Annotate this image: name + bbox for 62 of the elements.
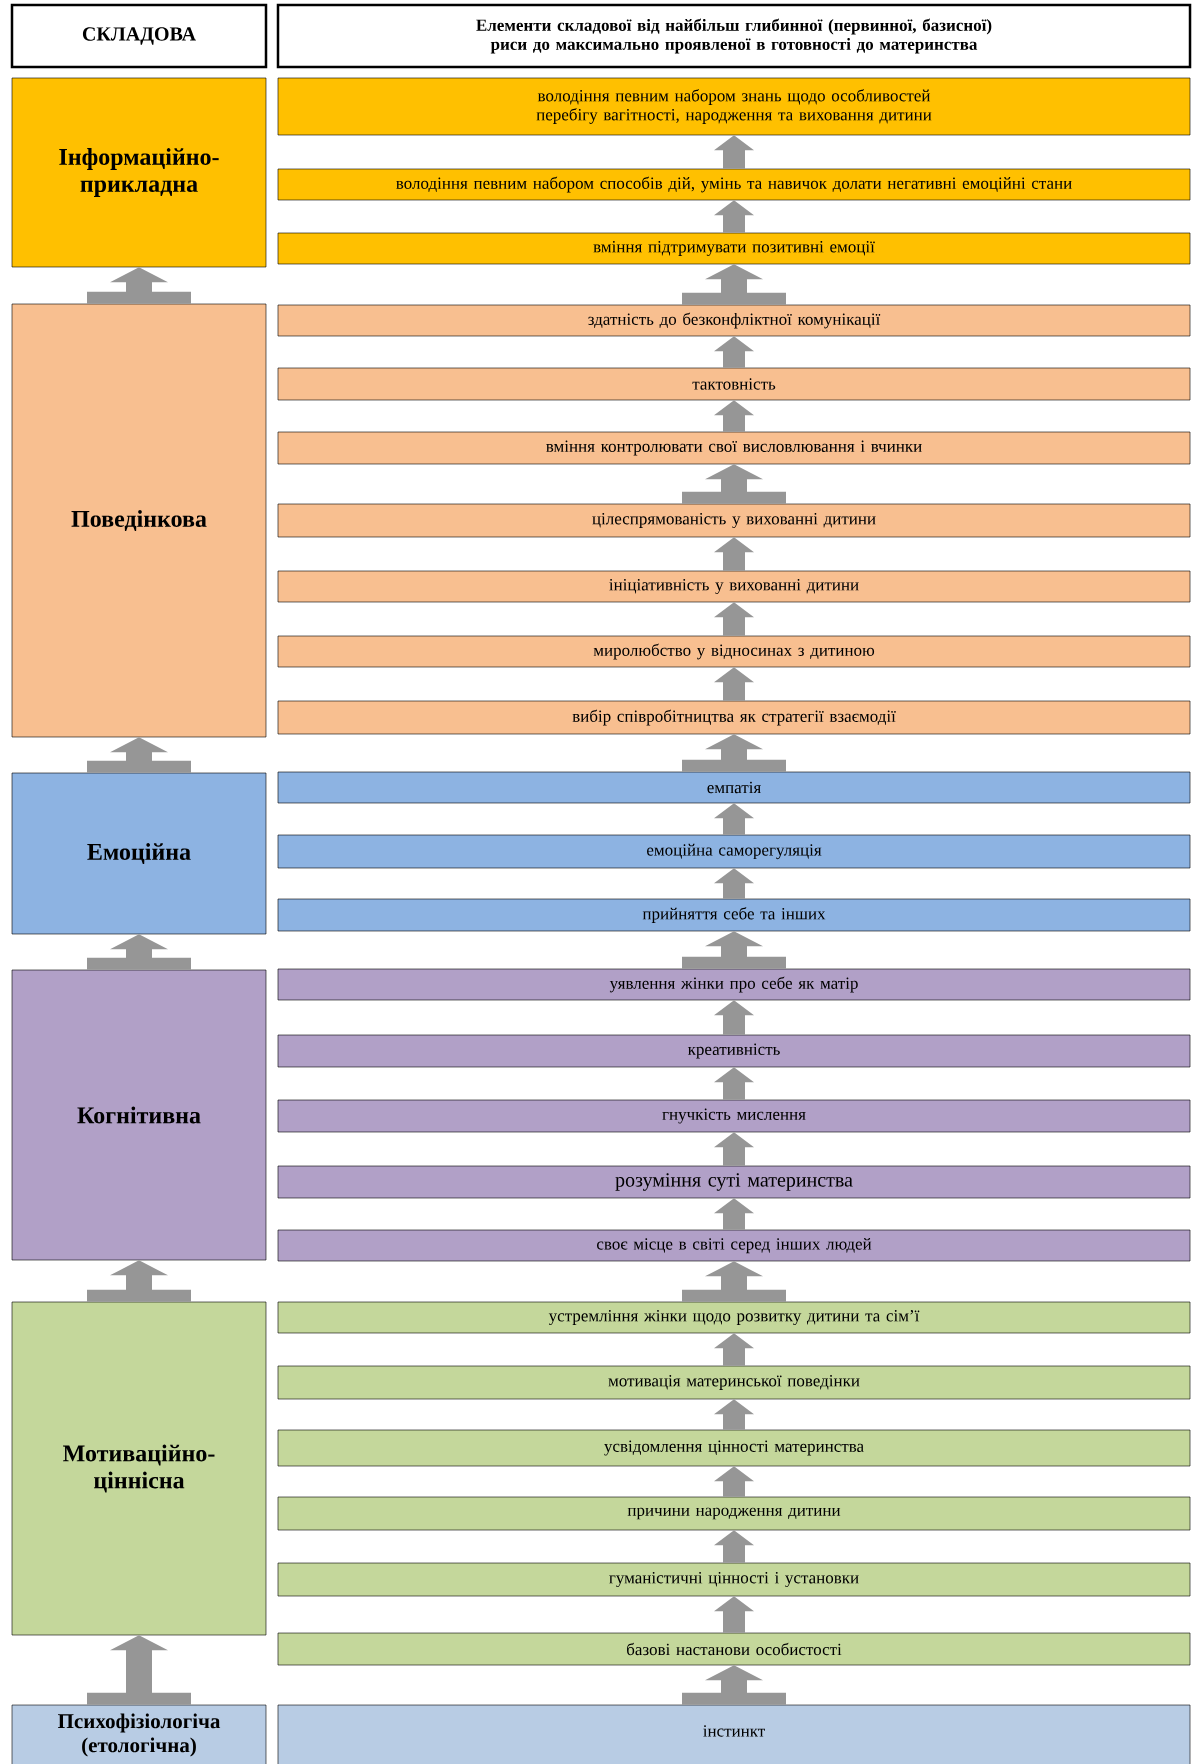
- block-arrow: [714, 537, 754, 571]
- block-arrow: [714, 1333, 754, 1366]
- block-arrow: [714, 1466, 754, 1497]
- block-arrow: [714, 1198, 754, 1230]
- element-box: причини народження дитини: [277, 1496, 1191, 1531]
- block-arrow: [714, 1596, 754, 1633]
- element-box: прийняття себе та інших: [277, 898, 1191, 932]
- block-arrow: [682, 464, 786, 504]
- header-box: СКЛАДОВА: [10, 3, 268, 69]
- element-box: мотивація материнської поведінки: [277, 1365, 1191, 1400]
- element-box: ініціативність у вихованні дитини: [277, 570, 1191, 603]
- block-arrow: [714, 400, 754, 432]
- block-arrow: [87, 934, 191, 970]
- block-arrow: [87, 1635, 191, 1705]
- element-box: тактовність: [277, 367, 1191, 401]
- block-arrow: [714, 1530, 754, 1563]
- block-arrow: [714, 1399, 754, 1430]
- element-box: креативність: [277, 1034, 1191, 1068]
- block-arrow: [682, 264, 786, 305]
- category-box: Психофізіологіча (етологічна): [11, 1704, 267, 1764]
- element-box: інстинкт: [277, 1704, 1191, 1764]
- block-arrow: [682, 1665, 786, 1705]
- category-box: Поведінкова: [11, 303, 267, 738]
- block-arrow: [714, 336, 754, 368]
- element-box: цілеспрямованість у вихованні дитини: [277, 503, 1191, 538]
- element-box: устремління жінки щодо розвитку дитини та сім’ї: [277, 1301, 1191, 1334]
- block-arrow: [87, 1260, 191, 1302]
- block-arrow: [714, 1067, 754, 1100]
- block-arrow: [714, 1132, 754, 1166]
- element-box: розуміння суті материнства: [277, 1165, 1191, 1199]
- block-arrow: [682, 734, 786, 772]
- block-arrow: [87, 737, 191, 773]
- block-arrow: [714, 803, 754, 835]
- block-arrow: [714, 200, 754, 233]
- block-arrow: [714, 135, 754, 169]
- element-box: емпатія: [277, 771, 1191, 804]
- element-box: гуманістичні цінності і установки: [277, 1562, 1191, 1597]
- element-box: володіння певним набором знань щодо особливостей перебігу вагітності, народження та виховання дитини: [277, 77, 1191, 136]
- block-arrow: [714, 667, 754, 701]
- element-box: гнучкість мислення: [277, 1099, 1191, 1133]
- element-box: базові настанови особистості: [277, 1632, 1191, 1666]
- category-box: Мотиваційно-ціннісна: [11, 1301, 267, 1636]
- element-box: своє місце в світі серед інших людей: [277, 1229, 1191, 1262]
- element-box: емоційна саморегуляція: [277, 834, 1191, 869]
- element-box: володіння певним набором способів дій, умінь та навичок долати негативні емоційні стани: [277, 168, 1191, 201]
- category-box: Когнітивна: [11, 969, 267, 1261]
- block-arrow: [682, 931, 786, 969]
- block-arrow: [714, 602, 754, 636]
- header-box: Елементи складової від найбільш глибинної (первинної, базисної) риси до максимально проявленої в готовності до материнства: [276, 3, 1192, 69]
- block-arrow: [714, 868, 754, 899]
- category-box: Інформаційно-прикладна: [11, 77, 267, 268]
- element-box: вміння контролювати свої висловлювання і вчинки: [277, 431, 1191, 465]
- element-box: здатність до безконфліктної комунікації: [277, 304, 1191, 337]
- block-arrow: [87, 267, 191, 304]
- element-box: вибір співробітництва як стратегії взаємодії: [277, 700, 1191, 735]
- element-box: уявлення жінки про себе як матір: [277, 968, 1191, 1001]
- block-arrow: [682, 1261, 786, 1302]
- element-box: вміння підтримувати позитивні емоції: [277, 232, 1191, 265]
- element-box: усвідомлення цінності материнства: [277, 1429, 1191, 1467]
- block-arrow: [714, 1000, 754, 1035]
- category-box: Емоційна: [11, 772, 267, 935]
- element-box: миролюбство у відносинах з дитиною: [277, 635, 1191, 668]
